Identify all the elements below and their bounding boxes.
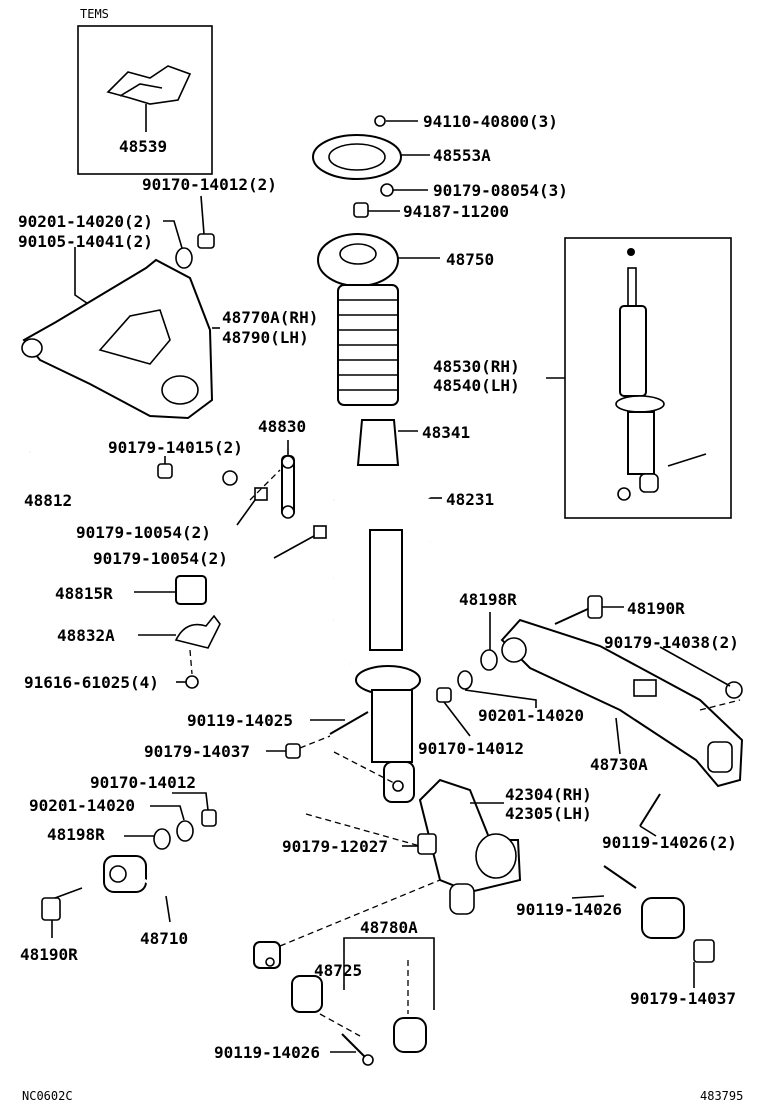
label-48725: 48725: [314, 961, 362, 980]
label-48780A: 48780A: [360, 918, 418, 937]
label-90179-10054b: 90179-10054(2): [93, 549, 228, 568]
nut-90170-top: [197, 233, 215, 249]
bushing-48725: [291, 975, 323, 1013]
bushing-bracket-group: 48815R 48832A 91616-61025(4): [24, 575, 221, 692]
label-48530: 48530(RH): [433, 357, 520, 376]
label-48750: 48750: [446, 250, 494, 269]
tems-inset: TEMS 48539: [77, 7, 213, 175]
bumper-48341: [356, 419, 400, 466]
upper-arm-group: 90170-14012(2) 90201-14020(2) 90105-1404…: [18, 175, 318, 420]
right-lower-fasteners: 90119-14026(2) 90119-14026 90179-14037: [516, 793, 737, 1008]
label-48730A: 48730A: [590, 755, 648, 774]
label-90179-14038: 90179-14038(2): [604, 633, 739, 652]
label-91616: 91616-61025(4): [24, 673, 159, 692]
label-90179-14037b: 90179-14037: [630, 989, 736, 1008]
coil-spring-strut: 48231: [329, 482, 494, 803]
bushing-48815R: [175, 575, 207, 605]
strut-fastener-group: 48198R 48190R 90201-14020 90170-14012 90…: [144, 590, 685, 785]
label-90179-14037a: 90179-14037: [144, 742, 250, 761]
label-90119-14026b: 90119-14026: [516, 900, 622, 919]
footer-left: NC0602C: [22, 1089, 73, 1103]
label-48815R: 48815R: [55, 584, 113, 603]
label-48540: 48540(LH): [433, 376, 520, 395]
label-48190R-low: 48190R: [20, 945, 78, 964]
washer-90201-top: [175, 247, 193, 269]
label-48190R-top: 48190R: [627, 599, 685, 618]
label-48830: 48830: [258, 417, 306, 436]
label-42305: 42305(LH): [505, 804, 592, 823]
label-94110: 94110-40800(3): [423, 112, 558, 131]
bolt-48190R-low: [41, 897, 61, 921]
label-90119-14025: 90119-14025: [187, 711, 293, 730]
label-90170-top: 90170-14012(2): [142, 175, 277, 194]
label-90201-top: 90201-14020(2): [18, 212, 153, 231]
strut-top-mount-group: 94110-40800(3) 48553A 90179-08054(3) 941…: [312, 112, 568, 466]
label-90170-low: 90170-14012: [90, 773, 196, 792]
shock-absorber-inset: 48530(RH) 48540(LH): [433, 237, 732, 519]
lower-arm-48730A: 90179-14038(2) 48730A: [500, 618, 744, 788]
label-48832A: 48832A: [57, 626, 115, 645]
label-90179-10054a: 90179-10054(2): [76, 523, 211, 542]
nut-90179-08054: [380, 183, 394, 197]
label-48790: 48790(LH): [222, 328, 309, 347]
label-48710: 48710: [140, 929, 188, 948]
axle-carrier-group: 42304(RH) 42305(LH) 90179-12027: [282, 778, 592, 915]
label-94187: 94187-11200: [403, 202, 509, 221]
bolt-90119-14025: [329, 711, 369, 735]
label-90179-14015: 90179-14015(2): [108, 438, 243, 457]
strut-lower-body: [371, 689, 413, 763]
lower-left-fasteners: 90170-14012 90201-14020 48198R 48190R: [20, 773, 217, 964]
label-48198R-top: 48198R: [459, 590, 517, 609]
dust-boot: [337, 284, 399, 406]
label-48231: 48231: [446, 490, 494, 509]
label-90179-08054: 90179-08054(3): [433, 181, 568, 200]
bolt-48190R-top: [554, 607, 591, 625]
lower-arm-48710: 48710: [103, 813, 441, 969]
label-90179-12027: 90179-12027: [282, 837, 388, 856]
stabilizer-group: 48812 90179-14015(2) 48830 90179-10054(2…: [24, 417, 327, 568]
part-label-48539: 48539: [119, 137, 167, 156]
label-48341: 48341: [422, 423, 470, 442]
label-90119-14026a: 90119-14026(2): [602, 833, 737, 852]
label-90119-14026c: 90119-14026: [214, 1043, 320, 1062]
label-42304: 42304(RH): [505, 785, 592, 804]
label-48553A: 48553A: [433, 146, 491, 165]
label-48812: 48812: [24, 491, 72, 510]
label-48770A: 48770A(RH): [222, 308, 318, 327]
nut-94187: [353, 202, 369, 218]
bolt-91616: [185, 675, 199, 689]
label-90105: 90105-14041(2): [18, 232, 153, 251]
inset-header: TEMS: [80, 7, 109, 21]
label-90170-mid: 90170-14012: [418, 739, 524, 758]
label-90201-low: 90201-14020: [29, 796, 135, 815]
bracket-48832A: [174, 614, 221, 649]
label-90201-mid: 90201-14020: [478, 706, 584, 725]
nut-94110: [374, 115, 386, 127]
label-48198R-low: 48198R: [47, 825, 105, 844]
footer-right: 483795: [700, 1089, 743, 1103]
lower-arm-48780A: 48780A 48725 90119-14026: [214, 897, 685, 1066]
